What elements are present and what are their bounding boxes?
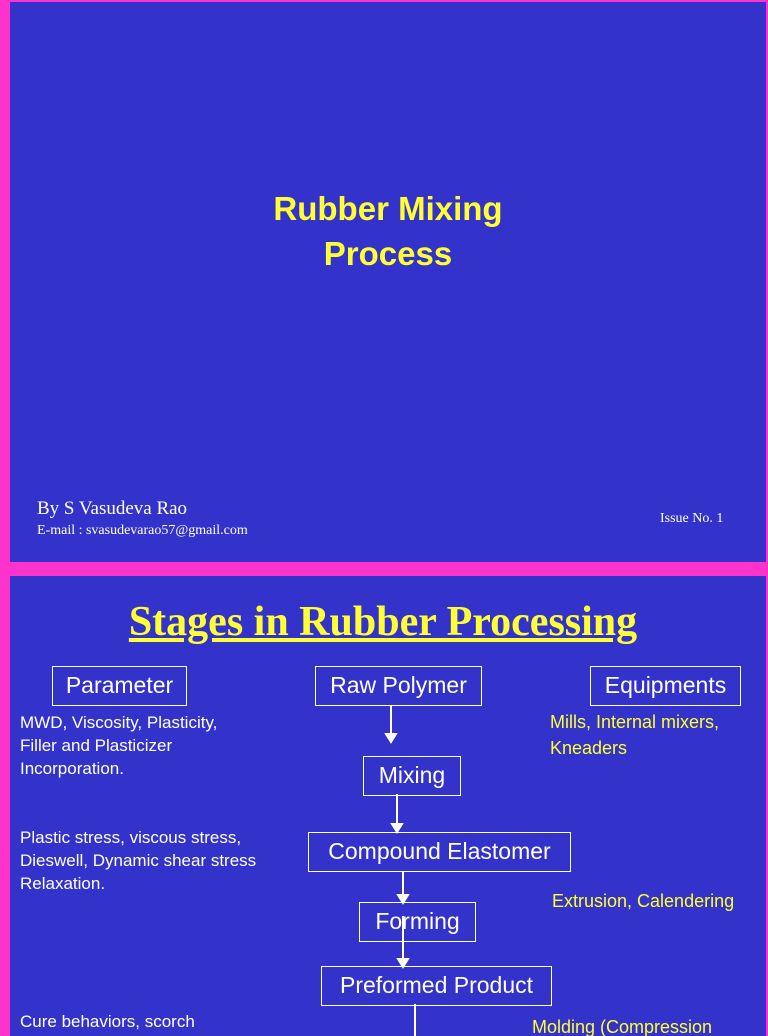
slide-title: Rubber Mixing Process xyxy=(10,186,766,276)
parameter-header: Parameter xyxy=(52,666,187,706)
slide-title-line-2: Process xyxy=(323,235,453,272)
equipment-note-2: Extrusion, Calendering xyxy=(552,888,734,914)
stages-slide: Stages in Rubber Processing Parameter Ra… xyxy=(10,576,766,1036)
parameter-note-3: Cure behaviors, scorch xyxy=(20,1010,195,1033)
parameter-note-1: MWD, Viscosity, Plasticity, Filler and P… xyxy=(20,711,217,780)
raw-polymer-box: Raw Polymer xyxy=(315,666,482,706)
parameter-note-1-line-3: Incorporation. xyxy=(20,759,124,778)
equipment-note-1-line-2: Kneaders xyxy=(550,738,628,758)
equipment-note-3: Molding (Compression xyxy=(532,1014,712,1036)
mixing-box: Mixing xyxy=(363,756,461,796)
equipment-note-2-line-1: Extrusion, Calendering xyxy=(552,891,735,911)
slide-title-line-1: Rubber Mixing xyxy=(273,190,503,227)
author-email: E-mail : svasudevarao57@gmail.com xyxy=(37,523,248,538)
stages-title: Stages in Rubber Processing xyxy=(128,599,638,645)
author-name: By S Vasudeva Rao xyxy=(37,498,188,519)
parameter-note-2: Plastic stress, viscous stress, Dieswell… xyxy=(20,826,256,895)
equipment-note-1: Mills, Internal mixers, Kneaders xyxy=(550,709,719,761)
preformed-product-box: Preformed Product xyxy=(321,966,552,1006)
parameter-note-1-line-2: Filler and Plasticizer xyxy=(20,736,173,755)
issue-number: Issue No. 1 xyxy=(660,511,724,526)
parameter-note-1-line-1: MWD, Viscosity, Plasticity, xyxy=(20,713,218,732)
title-slide: Rubber Mixing Process By S Vasudeva Rao … xyxy=(10,2,766,562)
parameter-note-2-line-1: Plastic stress, viscous stress, xyxy=(20,828,242,847)
equipment-note-1-line-1: Mills, Internal mixers, xyxy=(550,712,720,732)
equipments-header: Equipments xyxy=(590,666,741,706)
equipment-note-3-line-1: Molding (Compression xyxy=(532,1017,713,1036)
parameter-note-2-line-3: Relaxation. xyxy=(20,874,106,893)
parameter-note-3-line-1: Cure behaviors, scorch xyxy=(20,1012,195,1031)
parameter-note-2-line-2: Dieswell, Dynamic shear stress xyxy=(20,851,257,870)
compound-elastomer-box: Compound Elastomer xyxy=(308,832,571,872)
forming-box: Forming xyxy=(359,902,476,942)
